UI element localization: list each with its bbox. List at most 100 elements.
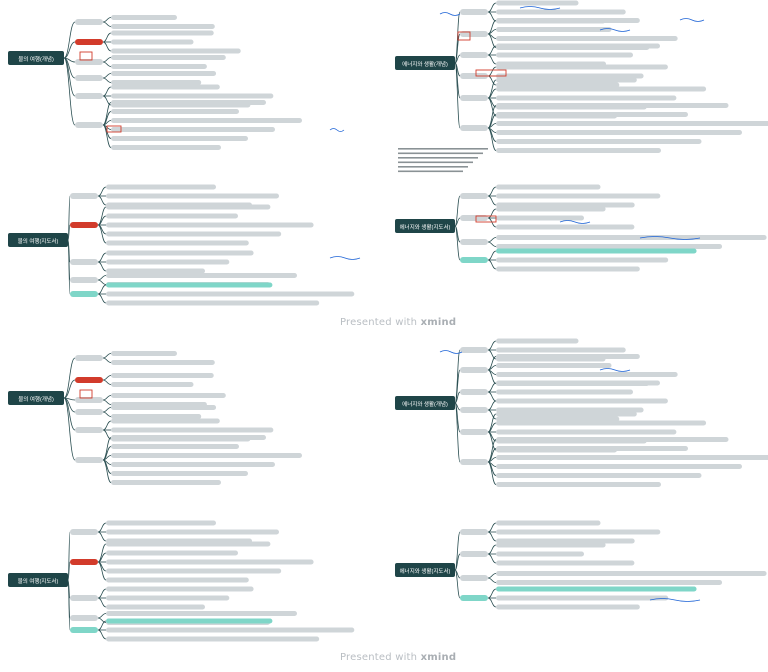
subtopic xyxy=(111,382,194,387)
connector-line xyxy=(454,391,461,404)
note-line xyxy=(398,166,468,168)
branch-topic xyxy=(75,397,103,403)
branch-topic xyxy=(75,409,103,415)
connector-line xyxy=(454,349,461,404)
connector-line xyxy=(102,429,112,440)
connector-line xyxy=(97,588,107,599)
branch-topic xyxy=(460,347,488,353)
connector-line xyxy=(487,391,497,402)
subtopic xyxy=(496,235,767,240)
subtopic xyxy=(111,71,217,76)
connector-line xyxy=(454,195,461,227)
subtopic xyxy=(106,550,238,556)
subtopic xyxy=(496,542,606,548)
branch-topic xyxy=(460,31,488,37)
subtopic xyxy=(111,118,302,123)
subtopic xyxy=(106,627,355,633)
subtopic xyxy=(111,93,274,99)
subtopic xyxy=(111,64,207,69)
handwritten-note xyxy=(639,236,701,240)
connector-line xyxy=(102,32,112,43)
subtopic xyxy=(496,372,678,377)
highlight-box xyxy=(106,125,122,133)
subtopic xyxy=(496,604,640,610)
branch-topic xyxy=(75,19,103,25)
subtopic xyxy=(106,604,205,610)
subtopic xyxy=(496,538,635,544)
connector-line xyxy=(487,11,497,22)
subtopic xyxy=(111,471,248,476)
connector-line xyxy=(487,573,497,579)
handwritten-note xyxy=(679,18,705,22)
subtopic xyxy=(111,414,202,419)
subtopic xyxy=(106,559,314,565)
subtopic xyxy=(496,77,637,83)
central-topic-label: 에너지와 생활(개념) xyxy=(402,60,448,68)
connector-line xyxy=(102,437,112,461)
connector-line xyxy=(487,208,497,219)
connector-line xyxy=(63,21,76,59)
subtopic xyxy=(496,193,661,199)
subtopic xyxy=(496,586,697,592)
subtopic xyxy=(111,351,177,356)
subtopic xyxy=(106,240,249,246)
handwritten-note xyxy=(599,28,631,32)
branch-topic xyxy=(75,93,103,99)
connector-line xyxy=(454,531,461,571)
subtopic xyxy=(111,453,302,458)
subtopic xyxy=(496,215,584,221)
connector-line xyxy=(454,402,461,463)
central-topic-label: 에너지와 생활(개념) xyxy=(402,400,448,408)
connector-line xyxy=(97,629,107,640)
central-topic-label: 물의 여행(지도서) xyxy=(18,237,59,245)
connector-line xyxy=(97,275,107,281)
connector-line xyxy=(102,459,112,483)
handwritten-note xyxy=(649,598,701,602)
subtopic xyxy=(496,86,707,92)
subtopic xyxy=(496,595,669,601)
highlight-box xyxy=(475,215,497,223)
subtopic xyxy=(496,82,620,88)
connector-line xyxy=(97,293,107,304)
connector-line xyxy=(97,261,107,272)
subtopic xyxy=(106,204,271,210)
connector-line xyxy=(97,252,107,263)
subtopic xyxy=(496,184,601,190)
branch-topic xyxy=(75,355,103,361)
subtopic xyxy=(111,373,214,378)
branch-topic xyxy=(70,193,98,199)
branch-topic xyxy=(75,75,103,81)
branch-topic xyxy=(460,407,488,413)
subtopic xyxy=(496,112,688,117)
connector-line xyxy=(487,577,497,583)
branch-topic xyxy=(460,52,488,58)
subtopic xyxy=(496,354,640,359)
subtopic xyxy=(496,0,579,6)
subtopic xyxy=(496,437,729,442)
subtopic xyxy=(106,250,254,256)
central-topic xyxy=(8,51,64,65)
handwritten-note xyxy=(599,368,631,372)
subtopic xyxy=(106,184,216,190)
note-line xyxy=(398,161,473,164)
central-topic xyxy=(395,396,455,410)
connector-line xyxy=(102,102,112,126)
subtopic xyxy=(496,121,768,126)
connector-line xyxy=(487,237,497,243)
branch-topic xyxy=(460,367,488,373)
note-line xyxy=(398,152,483,155)
connector-line xyxy=(63,397,76,461)
subtopic xyxy=(106,618,273,624)
connector-line xyxy=(97,597,107,608)
subtopic xyxy=(106,300,320,306)
branch-topic xyxy=(460,193,488,199)
connector-line xyxy=(67,579,71,631)
subtopic xyxy=(106,636,320,642)
subtopic xyxy=(111,109,239,114)
subtopic xyxy=(111,360,215,365)
subtopic xyxy=(496,148,661,153)
subtopic xyxy=(496,224,635,230)
branch-topic xyxy=(70,595,98,601)
note-line xyxy=(398,148,488,150)
